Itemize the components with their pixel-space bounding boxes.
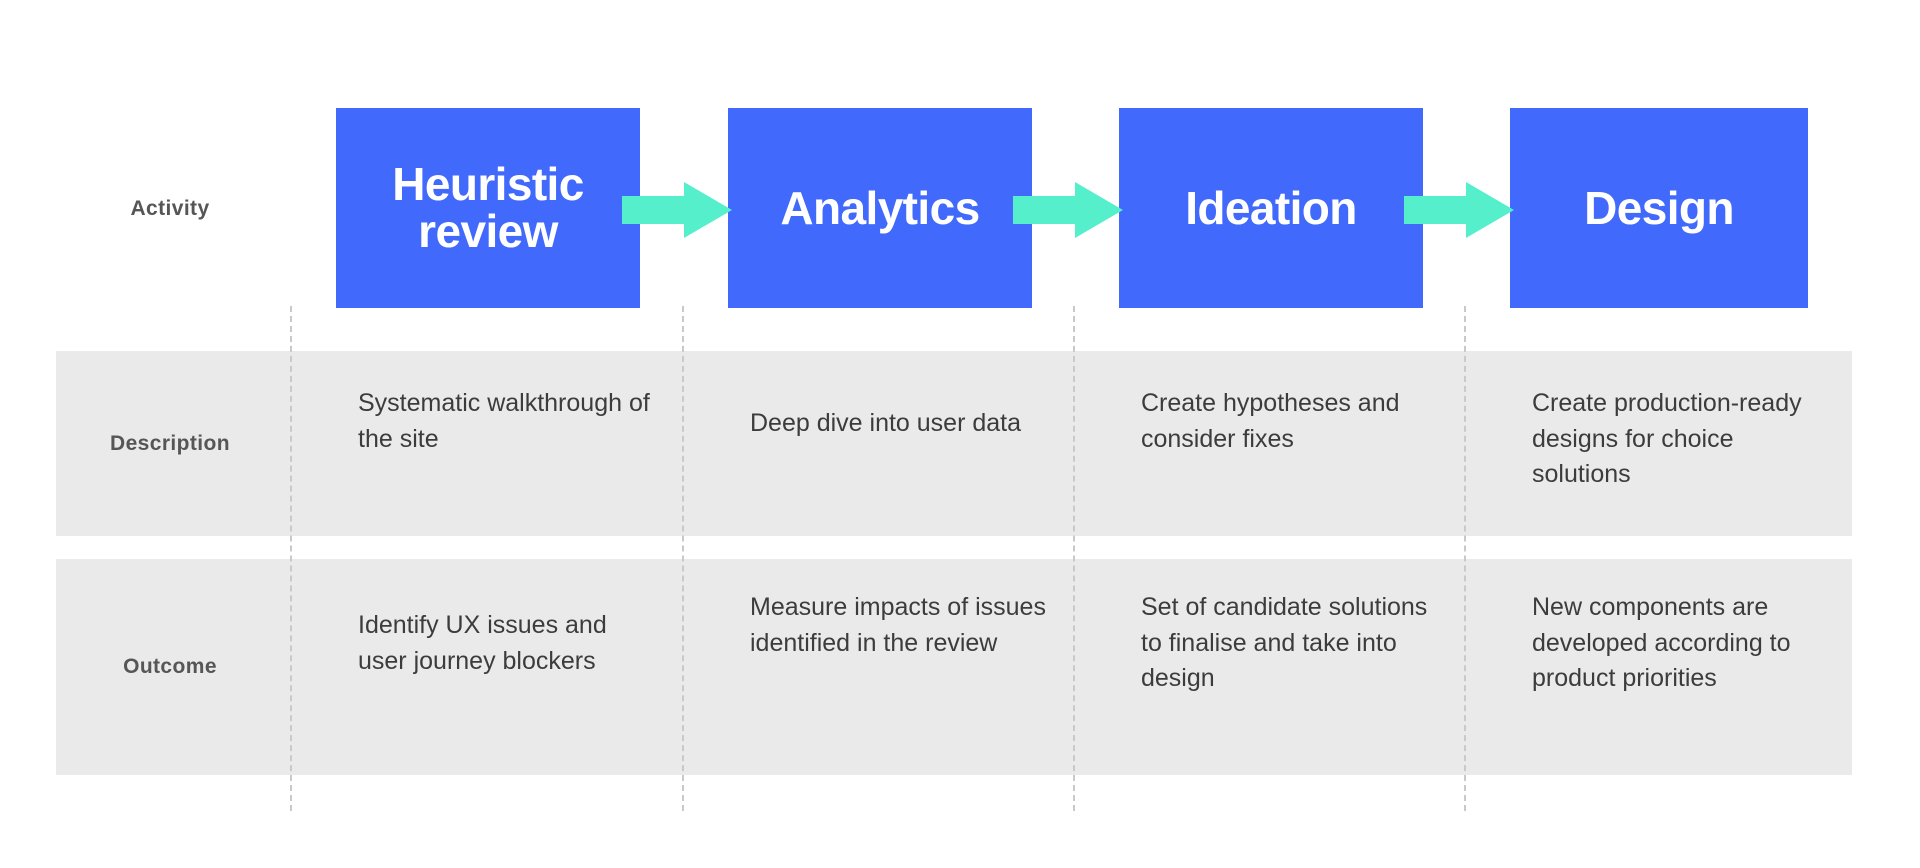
description-cell: Create hypotheses and consider fixes: [1141, 389, 1400, 453]
activity-title-line: review: [418, 205, 558, 257]
column-separator-4: [1464, 306, 1466, 811]
column-separator-2: [682, 306, 684, 811]
outcome-cell: New components are developed according t…: [1532, 593, 1791, 692]
outcome-row-band: [56, 559, 1852, 775]
activity-box-title: Analytics: [780, 181, 980, 234]
activity-title-line: Heuristic: [392, 158, 584, 211]
activity-box-title: Heuristic review: [392, 158, 584, 257]
outcome-cell: Identify UX issues and user journey bloc…: [358, 611, 607, 675]
activity-box-ideation[interactable]: Ideation: [1119, 108, 1423, 308]
description-row-band: [56, 351, 1852, 536]
description-cell: Create production-ready designs for choi…: [1532, 389, 1802, 488]
row-label-activity: Activity: [130, 197, 210, 220]
activity-box-title: Design: [1584, 181, 1734, 234]
column-separator-3: [1073, 306, 1075, 811]
description-cell: Deep dive into user data: [750, 409, 1022, 437]
arrow-right-icon: [1404, 182, 1514, 238]
activity-box-analytics[interactable]: Analytics: [728, 108, 1032, 308]
description-cell: Systematic walkthrough of the site: [358, 389, 650, 453]
activity-box-title: Ideation: [1185, 181, 1357, 234]
activity-box-design[interactable]: Design: [1510, 108, 1808, 308]
outcome-cell: Measure impacts of issues identified in …: [750, 593, 1046, 657]
column-separator-1: [290, 306, 292, 811]
row-label-description: Description: [110, 432, 230, 455]
arrow-right-icon: [622, 182, 732, 238]
arrow-right-icon: [1013, 182, 1123, 238]
activity-box-heuristic-review[interactable]: Heuristic review: [336, 108, 640, 308]
row-label-outcome: Outcome: [123, 655, 217, 678]
outcome-cell: Set of candidate solutions to finalise a…: [1141, 593, 1428, 692]
